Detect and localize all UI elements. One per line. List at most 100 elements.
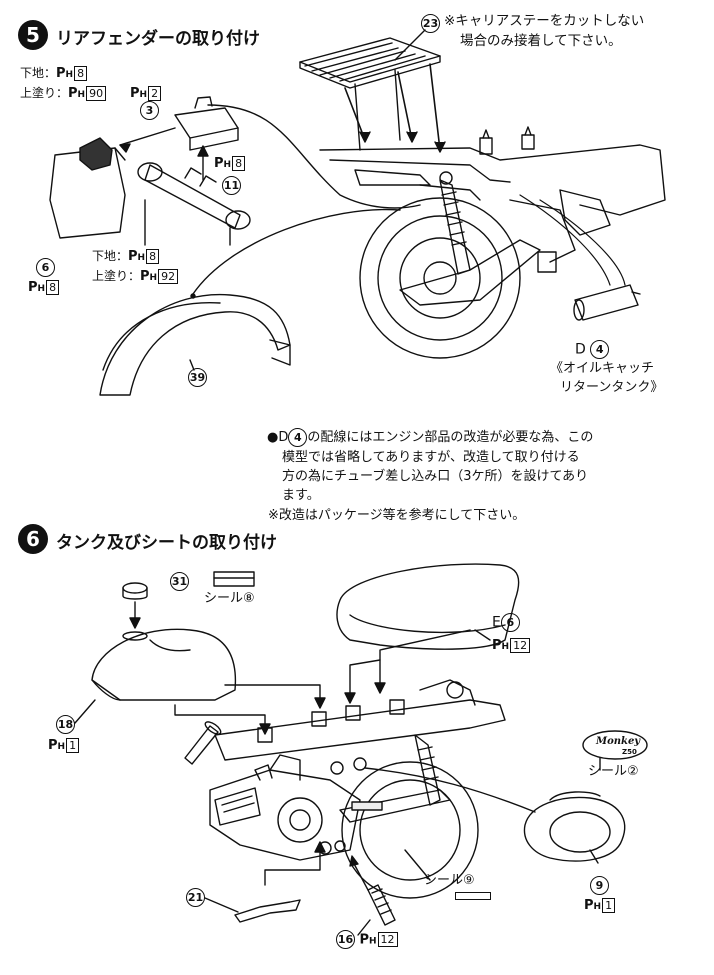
ph-sub-2: H (77, 90, 86, 100)
leaders-11 (144, 199, 231, 246)
bracket-wire (207, 104, 421, 209)
part-6-code: 8 (46, 280, 60, 295)
spark-plug-part-16 (349, 855, 396, 926)
wiring-note-line5: ※改造はパッケージ等を参考にして下さい。 (268, 508, 526, 523)
arrowhead-light (119, 143, 131, 153)
ph-sub-6: H (149, 273, 158, 283)
seal-9-label: シール⑨ (424, 873, 475, 888)
seal-9-swatch (455, 892, 491, 900)
arrow-to-light (119, 127, 176, 146)
carrier-rack-part-23 (299, 37, 441, 151)
step-5-number: 5 (18, 20, 48, 50)
seat-arrow-2 (349, 659, 381, 701)
oil-catch-tank (519, 194, 641, 321)
ph-sub-4: H (223, 160, 232, 170)
fuel-tank-part-18 (91, 628, 237, 701)
arrow-heads-23 (359, 131, 446, 153)
part-23-label: 23 (421, 14, 440, 33)
rear-shock (439, 171, 471, 275)
leader-16 (357, 919, 371, 936)
ph-sub-11: H (368, 936, 377, 947)
part-e6-prefix: E (492, 614, 501, 631)
paint-top-base-label: 下地： (20, 66, 57, 80)
leader-18 (74, 699, 96, 724)
part-e6-number: 6 (500, 613, 520, 632)
decal-2-badge (582, 730, 648, 760)
paint-top-coat-label: 上塗り： (20, 86, 69, 100)
oil-catch-line2: リターンタンク》 (560, 380, 664, 395)
part-16-code: 12 (377, 932, 398, 947)
seal-8-label: シール⑧ (204, 591, 255, 606)
wiring-note-bullet: ●D (267, 430, 289, 445)
monkey-badge-text: Monkey (596, 736, 641, 747)
ph-sub-10: H (593, 902, 602, 912)
part-9-number: 9 (590, 876, 609, 895)
seat-arrowheads (344, 682, 386, 704)
ph-prefix-6: P (140, 269, 150, 284)
carrier-note-line2: 場合のみ接着して下さい。 (460, 33, 622, 49)
rear-fender-part-39 (99, 293, 291, 396)
part-18-label: 18 (56, 715, 75, 734)
rear-wheel (359, 197, 541, 359)
part-21-label: 21 (186, 888, 205, 907)
paint-bottom-coat-code: 92 (158, 269, 179, 284)
oil-catch-line1: 《オイルキャッチ (550, 361, 655, 376)
handlebar-grip (184, 721, 222, 765)
part-31-number: 31 (170, 572, 189, 591)
carrier-note-line1: ※キャリアステーをカットしない (444, 13, 645, 29)
part-18-code: 1 (66, 738, 80, 753)
part-6-number: 6 (36, 258, 55, 277)
part-11-label: 11 (222, 176, 241, 195)
part-9-label: 9 (590, 876, 609, 895)
taillight-lens-part-6 (49, 147, 126, 239)
paint-top-coat-code: 90 (86, 86, 107, 101)
seat-arrow-1 (379, 629, 471, 691)
kick-lever-part-21 (234, 841, 326, 923)
ph-sub-3: H (139, 90, 148, 100)
rear-frame (319, 126, 666, 273)
paint-bottom-base-label: 下地： (92, 249, 129, 263)
part-11-number: 11 (222, 176, 241, 195)
seal-2-label: シール② (588, 764, 639, 779)
monkey-badge-sub: Z50 (622, 748, 637, 756)
bracket-part-11 (137, 162, 251, 230)
part-39-number: 39 (188, 368, 207, 387)
fender-arrow-line (192, 208, 401, 295)
part-d4-label: D 4 (575, 340, 610, 359)
carrier-arrows (344, 63, 441, 151)
part-e6-code: 12 (510, 638, 531, 653)
arrowhead-up (197, 145, 209, 157)
part-31-label: 31 (170, 572, 189, 591)
ph-prefix-11: P (359, 932, 369, 948)
leader-e6 (474, 629, 491, 641)
part-3-number: 3 (140, 101, 159, 120)
ph-prefix-1: P (56, 66, 66, 81)
bracket-part-3 (174, 96, 239, 151)
sidecover-line (364, 767, 536, 813)
ph-prefix-4: P (214, 156, 224, 171)
part-d4-number: 4 (590, 340, 610, 359)
ph-prefix-5: P (128, 249, 138, 264)
taillight-unit-dark (79, 137, 113, 171)
part-9-code: 1 (602, 898, 616, 913)
leader-21 (204, 897, 239, 913)
ph-sub-1: H (65, 70, 74, 80)
step-6-number: 6 (18, 524, 48, 554)
wiring-note-line2: 模型では省略してありますが、改造して取り付ける (282, 450, 580, 465)
paint-mid-code: 8 (232, 156, 246, 171)
paint-bottom-coat-label: 上塗り： (92, 269, 141, 283)
paint-top-base-code: 8 (74, 66, 88, 81)
ph-prefix-2: P (68, 86, 78, 101)
ph-sub-5: H (137, 253, 146, 263)
